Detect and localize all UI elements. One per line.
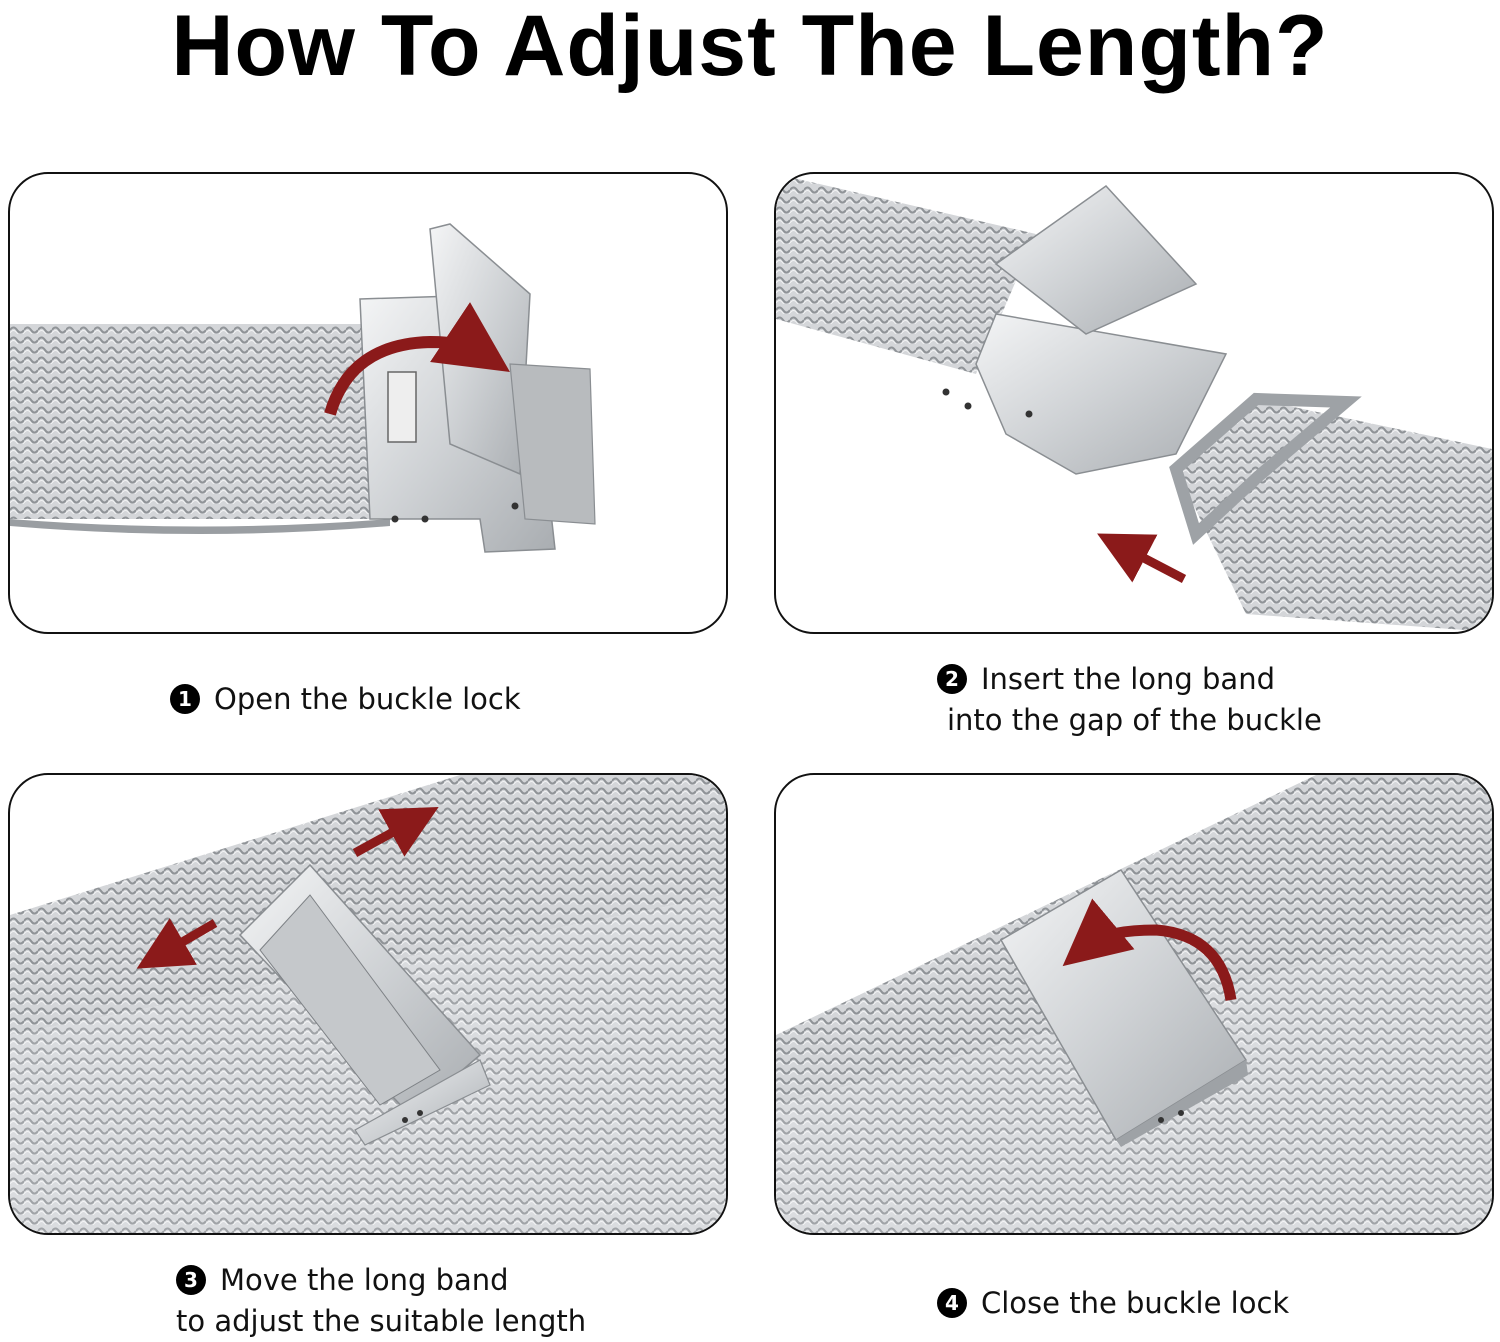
page-title: How To Adjust The Length? [171,0,1329,94]
step-text: Move the long band [220,1263,509,1297]
step-number-badge: 3 [176,1265,206,1295]
band-adjust-illustration [10,775,726,1233]
step-1-image [8,172,728,634]
straight-arrow-icon [352,806,439,857]
straight-arrow-icon [136,918,218,969]
step-text: Open the buckle lock [214,682,521,716]
step-2-image [774,172,1494,634]
step-4-image [774,773,1494,1235]
curved-arrow-icon [324,302,510,416]
step-text: into the gap of the buckle [947,703,1322,737]
band-insert-illustration [776,174,1492,632]
step-text: Insert the long band [981,662,1275,696]
step-2-caption: 2 Insert the long band into the gap of th… [937,659,1322,741]
curved-arrow-icon [1062,898,1237,1001]
step-1-caption: 1 Open the buckle lock [170,679,521,720]
step-3-image [8,773,728,1235]
step-text: to adjust the suitable length [176,1304,587,1338]
step-number-badge: 2 [937,664,967,694]
step-number-badge: 4 [937,1288,967,1318]
step-text: Close the buckle lock [981,1286,1290,1320]
straight-arrow-icon [1097,533,1187,583]
step-number-badge: 1 [170,684,200,714]
buckle-close-illustration [776,775,1492,1233]
step-4-caption: 4 Close the buckle lock [937,1283,1289,1324]
buckle-open-illustration [10,223,596,553]
step-3-caption: 3 Move the long band to adjust the suitab… [176,1260,586,1342]
